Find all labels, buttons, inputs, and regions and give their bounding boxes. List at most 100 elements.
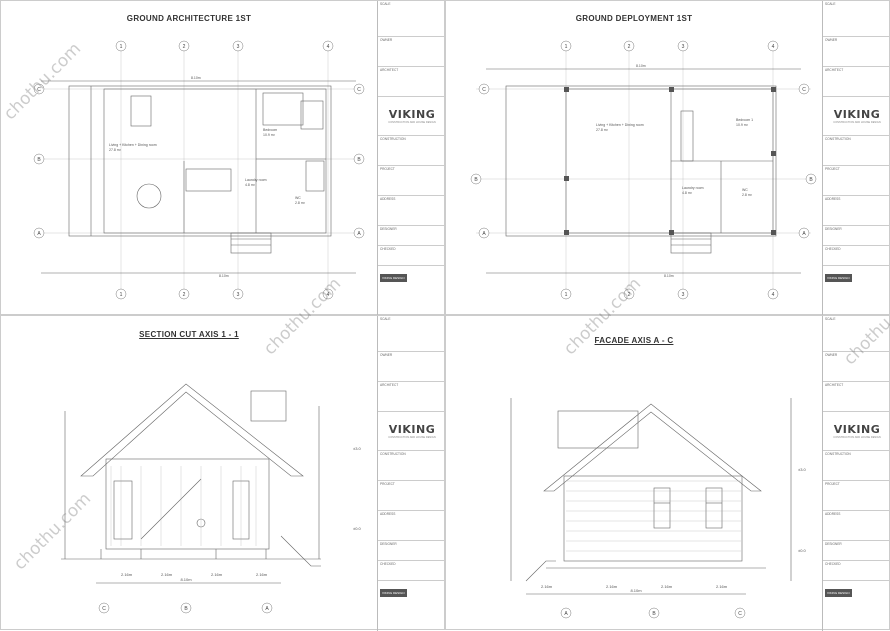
axis-bubble [232, 288, 244, 300]
axis-label: 2 [183, 44, 186, 50]
axis-label: B [809, 177, 813, 183]
tb-row: SCALE [823, 1, 890, 37]
tb-row: CONSTRUCTION [378, 136, 446, 166]
room-area: 27.8 m² [109, 148, 122, 152]
room-label: WC [742, 188, 748, 192]
axis-label: 4 [327, 292, 330, 298]
tb-stamp: VIKING DESIGN [380, 589, 407, 597]
level-marker: ±3.0 [353, 446, 362, 451]
axis-bubble [178, 288, 190, 300]
sheet-title: FACADE AXIS A - C [594, 336, 674, 345]
dim-label: 2.16m [121, 572, 133, 577]
dim-label: 2.16m [211, 572, 223, 577]
room-area: 10.9 m² [736, 123, 749, 127]
dim-label: 2.16m [716, 584, 728, 589]
axis-bubble [115, 40, 127, 52]
axis-label: 3 [237, 292, 240, 298]
axis-bubble [178, 40, 190, 52]
axis-label: 1 [120, 292, 123, 298]
axis-label: A [37, 231, 41, 237]
tb-row: DESIGNER [823, 541, 890, 561]
tb-row: OWNER [823, 37, 890, 67]
axis-bubble [353, 83, 365, 95]
level-marker: ±3.0 [798, 467, 807, 472]
sheet-ground-architecture: GROUND ARCHITECTURE 1ST Living + Kitchen [0, 0, 446, 316]
dim-label: 8.10m [664, 274, 674, 278]
room-area: 4.8 m² [682, 191, 693, 195]
room-label: Laundry room [245, 178, 267, 182]
tb-row: PROJECT [378, 481, 446, 511]
axis-bubble [798, 83, 810, 95]
axis-bubble [33, 83, 45, 95]
axis-label: C [802, 87, 806, 93]
dim-label: 2.16m [606, 584, 618, 589]
room-label: Living + Kitchen + Dining room [109, 143, 157, 147]
tb-row: PROJECT [378, 166, 446, 196]
dim-total: 8.10m [630, 588, 642, 593]
floor-plan-deployment: Living + Kitchen + Dining room 27.8 m² B… [470, 40, 817, 300]
viking-logo: VIKING CONSTRUCTION AND HOUSE DESIGN [378, 412, 446, 451]
tb-stamp: VIKING DESIGN [825, 274, 852, 282]
axis-label: A [357, 231, 361, 237]
sheet-section-cut: SECTION CUT AXIS 1 - 1 ±3.0 ±0.0 [0, 315, 446, 631]
title-block: SCALE OWNER ARCHITECT VIKING CONSTRUCTIO… [377, 316, 446, 631]
tb-stamp: VIKING DESIGN [825, 589, 852, 597]
tb-stamp: VIKING DESIGN [380, 274, 407, 282]
sheet-title: GROUND DEPLOYMENT 1ST [575, 14, 693, 23]
axis-bubble [261, 602, 273, 614]
axis-label: 4 [327, 44, 330, 50]
axis-label: 3 [237, 44, 240, 50]
viking-logo: VIKING CONSTRUCTION AND HOUSE DESIGN [378, 97, 446, 136]
room-label: Bedroom 1 [736, 118, 753, 122]
floor-plan-architecture: Living + Kitchen + Dining room 27.8 m² B… [33, 40, 365, 300]
tb-row: SCALE [378, 316, 446, 352]
axis-label: 1 [565, 292, 568, 298]
tb-row: DESIGNER [378, 226, 446, 246]
sheet-title: GROUND ARCHITECTURE 1ST [126, 14, 252, 23]
axis-label: B [652, 611, 656, 617]
dim-label: 2.16m [661, 584, 673, 589]
dim-label: 8.10m [636, 64, 646, 68]
sheet-title: SECTION CUT AXIS 1 - 1 [139, 330, 239, 339]
room-label: Living + Kitchen + Dining room [596, 123, 644, 127]
facade-drawing: ±3.0 ±0.0 8.10m 2.16m 2.16m 2.16m 2.16m … [510, 398, 807, 619]
axis-label: 1 [565, 44, 568, 50]
axis-bubble [353, 153, 365, 165]
tb-row: CHECKED [378, 561, 446, 581]
axis-label: 3 [682, 44, 685, 50]
dim-label: 8.10m [191, 76, 201, 80]
axis-label: 2 [628, 292, 631, 298]
axis-label: C [482, 87, 486, 93]
axis-bubble [805, 173, 817, 185]
room-label: WC [295, 196, 301, 200]
tb-row: OWNER [378, 352, 446, 382]
axis-label: A [482, 231, 486, 237]
axis-label: B [474, 177, 478, 183]
axis-label: 4 [772, 292, 775, 298]
tb-row: ADDRESS [378, 511, 446, 541]
axis-label: 1 [120, 44, 123, 50]
tb-row: CONSTRUCTION [378, 451, 446, 481]
axis-bubble [232, 40, 244, 52]
axis-bubble [98, 602, 110, 614]
axis-label: A [265, 606, 269, 612]
tb-row: CHECKED [378, 246, 446, 266]
axis-bubble [623, 288, 635, 300]
sheet-facade: FACADE AXIS A - C ±3.0 ±0.0 8.10m 2.16m … [445, 315, 890, 631]
axis-bubble [560, 288, 572, 300]
axis-bubble [478, 83, 490, 95]
title-block: SCALE OWNER ARCHITECT VIKING CONSTRUCTIO… [822, 316, 890, 631]
level-marker: ±0.0 [353, 526, 362, 531]
axis-bubble [478, 227, 490, 239]
tb-row: PROJECT [823, 481, 890, 511]
tb-row: SCALE [378, 1, 446, 37]
axis-bubble [734, 607, 746, 619]
axis-label: B [37, 157, 41, 163]
dim-label: 8.10m [219, 274, 229, 278]
axis-bubble [560, 607, 572, 619]
title-block: SCALE OWNER ARCHITECT VIKING CONSTRUCTIO… [822, 1, 890, 316]
sheet-ground-deployment: GROUND DEPLOYMENT 1ST Living + Kitchen +… [445, 0, 890, 316]
tb-row: ADDRESS [823, 196, 890, 226]
room-area: 27.8 m² [596, 128, 609, 132]
tb-row: DESIGNER [823, 226, 890, 246]
